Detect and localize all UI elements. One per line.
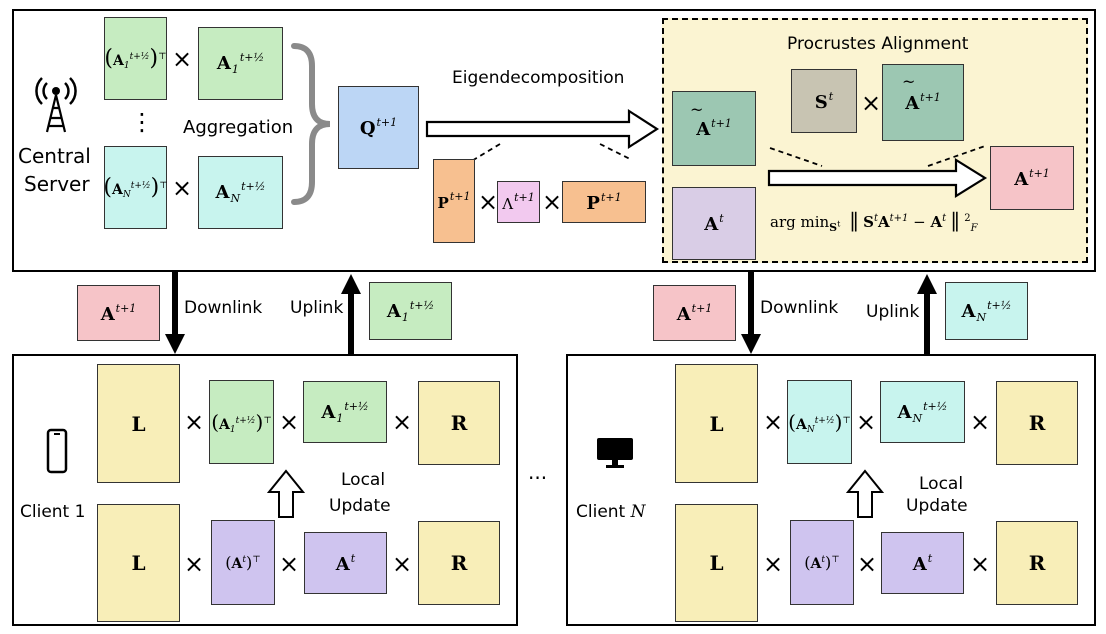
p-transpose-box: Pt+1 [562,181,646,223]
times-symbol: × [172,174,193,202]
uplink-label: Uplink [866,302,920,322]
p-box: Pt+1 [433,159,475,243]
downlink-a-box-client1: At+1 [77,285,160,341]
downlink-a-box-clientN: At+1 [653,285,736,341]
a-tilde-rotated-box: At+1 [882,64,964,141]
r-box-top-clientN: R [996,381,1078,465]
local-update-label-line1: Local [919,474,964,494]
downlink-label: Downlink [760,298,839,318]
an-box: ANt+½ [198,156,283,229]
antenna-icon [35,77,77,133]
l-box-bottom-clientN: L [675,504,758,622]
r-box-bottom-client1: R [418,521,500,605]
times-symbol: × [392,550,413,578]
server-label-line1: Central [18,144,91,168]
times-symbol: × [970,550,991,578]
procrustes-title: Procrustes Alignment [787,34,969,54]
aggregation-brace [291,43,331,205]
r-box-bottom-clientN: R [996,521,1078,605]
uplink-an-box: ANt+½ [945,282,1028,340]
vertical-dots: ⋮ [130,108,154,136]
times-symbol: × [970,408,991,436]
local-update-arrow-client1 [266,469,306,518]
local-update-label-line2: Update [906,496,968,516]
a1-transpose-box: (A1t+½)⊤ [104,17,167,100]
times-symbol: × [184,550,205,578]
times-symbol: × [184,408,205,436]
client1-at: At [304,532,387,594]
clientN-an: ANt+½ [880,381,965,443]
client1-label: Client 1 [20,502,86,522]
a-global-box: At+1 [990,146,1074,210]
client1-a1: A1t+½ [303,381,387,443]
a1-box: A1t+½ [198,27,283,100]
phone-icon [46,428,68,474]
tilde-mark: ~ [902,72,916,91]
l-box-top-client1: L [97,364,180,483]
monitor-icon [597,438,633,468]
uplink-arrow-clientN [917,274,937,356]
clientN-at-transpose: (At)⊤ [790,520,854,605]
times-symbol: × [857,550,878,578]
downlink-arrow-clientN [741,272,761,354]
times-symbol: × [279,408,300,436]
procrustes-arrow [767,158,988,198]
clientN-an-transpose: (ANt+½)⊤ [787,380,852,464]
client1-a1-transpose: (A1t+½)⊤ [209,380,274,464]
uplink-label: Uplink [290,298,344,318]
eigendecomposition-arrow [425,108,660,150]
clientN-at: At [881,532,964,594]
local-update-label-line1: Local [341,470,386,490]
downlink-arrow-client1 [165,272,185,354]
uplink-arrow-client1 [341,274,361,356]
clients-ellipsis: ··· [528,466,548,490]
l-box-bottom-client1: L [97,504,180,622]
times-symbol: × [542,188,563,216]
client1-at-transpose: (At)⊤ [211,520,275,605]
uplink-a1-box: A1t+½ [369,282,452,340]
times-symbol: × [763,550,784,578]
procrustes-objective: arg minSt ‖StAt+1 − At‖2F [770,208,978,234]
a-previous-box: At [672,187,756,260]
r-box-top-client1: R [418,381,500,465]
local-update-label-line2: Update [329,496,391,516]
times-symbol: × [392,408,413,436]
an-transpose-box: (ANt+½)⊤ [103,146,168,229]
server-label-line2: Server [24,172,90,196]
s-box: St [791,69,857,133]
a-tilde-box: At+1 [672,91,756,166]
procrustes-connector-lines [769,145,986,167]
times-symbol: × [279,550,300,578]
eigendecomposition-label: Eigendecomposition [452,68,625,88]
lambda-box: Λt+1 [497,181,540,223]
q-box: Qt+1 [338,86,419,169]
clientN-label: Client N [576,502,646,522]
times-symbol: × [856,408,877,436]
l-box-top-clientN: L [675,364,758,483]
aggregation-label: Aggregation [183,117,294,138]
times-symbol: × [172,45,193,73]
times-symbol: × [763,408,784,436]
tilde-mark: ~ [690,100,704,119]
times-symbol: × [861,89,882,117]
times-symbol: × [478,188,499,216]
local-update-arrow-clientN [845,469,885,518]
downlink-label: Downlink [184,298,263,318]
